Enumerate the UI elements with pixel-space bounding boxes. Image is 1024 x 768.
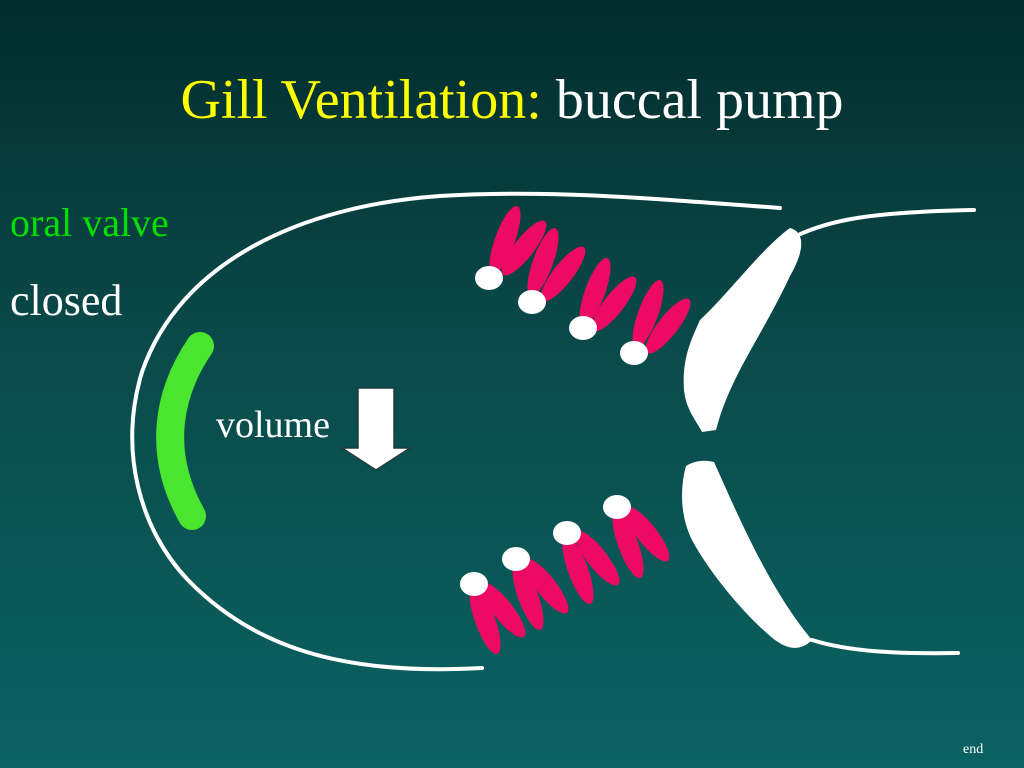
oral-valve-label: oral valve (10, 200, 169, 245)
oral-valve (156, 332, 214, 530)
valve-state-label: closed (10, 276, 123, 325)
gill-bar (620, 341, 648, 365)
gill-filament (512, 561, 544, 631)
body-outline-bottom (810, 638, 960, 656)
gill-bar (502, 547, 530, 571)
gill-filament (574, 530, 620, 586)
gill-filament (579, 257, 611, 327)
gill-bar (460, 572, 488, 596)
gill-bar (518, 290, 546, 314)
gill-filament (480, 582, 526, 638)
gill-filament (645, 298, 691, 354)
gill-filament (540, 246, 586, 302)
gill-filament (591, 276, 637, 332)
head-outline (130, 191, 782, 672)
gill-bar (603, 495, 631, 519)
gill-filament (632, 279, 664, 349)
operculum-lower (682, 460, 812, 648)
gill-filament (469, 585, 501, 655)
gill-filament (489, 205, 521, 275)
volume-down-arrow (339, 387, 413, 471)
gill-filament (624, 506, 670, 562)
gill-filament (562, 535, 594, 605)
end-link[interactable]: end (963, 742, 984, 757)
gill-filament (612, 509, 644, 579)
gill-bar (569, 316, 597, 340)
gill-filament (527, 227, 559, 297)
body-outline-top (794, 208, 976, 238)
gill-filament (523, 558, 569, 614)
upper-gill-arch (475, 205, 691, 365)
slide-title-sub: buccal pump (555, 69, 844, 131)
operculum-upper (683, 228, 802, 432)
volume-label: volume (216, 404, 330, 446)
lower-gill-arch (460, 495, 670, 655)
slide-title: Gill Ventilation: buccal pump (0, 66, 1024, 134)
slide-title-main: Gill Ventilation: (180, 69, 542, 131)
gill-bar (553, 521, 581, 545)
gill-bar (475, 266, 503, 290)
gill-filament (501, 220, 547, 276)
